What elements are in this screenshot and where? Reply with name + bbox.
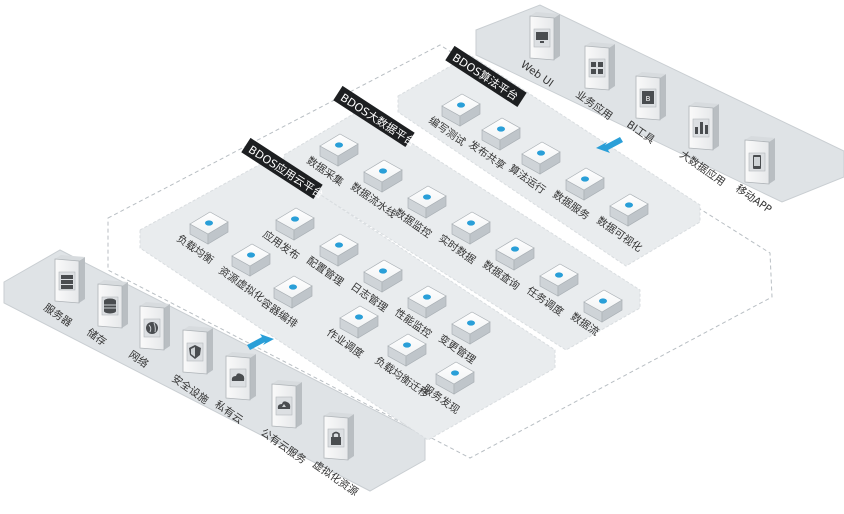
module-dot-icon <box>625 202 633 208</box>
module-dot-icon <box>423 294 431 300</box>
module-box <box>565 167 605 201</box>
bottom-device-shield <box>182 326 213 375</box>
platforms-dashed-container <box>107 44 773 459</box>
cloud-icon <box>229 368 247 388</box>
module-box <box>495 237 535 271</box>
module-dot-icon <box>467 320 475 326</box>
module-dot-icon <box>403 342 411 348</box>
cloud-upload-icon <box>275 396 293 416</box>
module-dot-icon <box>335 142 343 148</box>
module-box <box>539 263 579 297</box>
server-icon <box>58 271 76 291</box>
shield-icon <box>186 342 204 362</box>
module-box <box>407 185 447 219</box>
arrow-up-right-icon <box>247 334 274 350</box>
module-box <box>189 211 229 245</box>
module-dot-icon <box>457 102 465 108</box>
module-dot-icon <box>205 220 213 226</box>
module-dot-icon <box>467 220 475 226</box>
module-dot-icon <box>599 298 607 304</box>
module-dot-icon <box>497 126 505 132</box>
module-box <box>363 259 403 293</box>
module-box <box>609 193 649 227</box>
module-dot-icon <box>379 268 387 274</box>
bi-icon: B <box>639 88 657 108</box>
module-box <box>435 361 475 395</box>
arrow-down-left-icon <box>596 137 623 153</box>
module-dot-icon <box>581 176 589 182</box>
module-dot-icon <box>247 252 255 258</box>
module-box <box>521 141 561 175</box>
bottom-device-cloud-upload <box>271 380 302 429</box>
bottom-device-server <box>54 255 85 304</box>
module-box <box>319 133 359 167</box>
module-dot-icon <box>451 370 459 376</box>
module-box <box>407 285 447 319</box>
module-box <box>273 275 313 309</box>
bar-chart-icon <box>692 118 710 138</box>
module-dot-icon <box>555 272 563 278</box>
module-dot-icon <box>291 216 299 222</box>
top-device-mobile <box>744 136 775 185</box>
bottom-device-database <box>97 280 128 329</box>
module-box <box>583 289 623 323</box>
database-icon <box>101 296 119 316</box>
module-box <box>275 207 315 241</box>
grid-icon <box>588 58 606 78</box>
module-dot-icon <box>289 284 297 290</box>
module-box <box>481 117 521 151</box>
module-dot-icon <box>355 314 363 320</box>
module-box <box>231 243 271 277</box>
module-box <box>451 311 491 345</box>
module-box <box>319 233 359 267</box>
platform-appcloud: 负载均衡资源虚拟化容器编排应用发布配置管理日志管理性能监控变更管理作业调度负载均… <box>174 137 491 417</box>
module-dot-icon <box>379 168 387 174</box>
top-device-bar-chart <box>688 102 719 151</box>
lock-icon <box>327 428 345 448</box>
module-dot-icon <box>537 150 545 156</box>
monitor-icon <box>533 28 551 48</box>
module-box <box>441 93 481 127</box>
module-dot-icon <box>335 242 343 248</box>
bottom-device-cloud <box>225 352 256 401</box>
module-dot-icon <box>423 194 431 200</box>
top-device-grid <box>584 42 615 91</box>
globe-icon <box>143 318 161 338</box>
top-device-monitor <box>529 12 560 61</box>
module-box <box>363 159 403 193</box>
module-box <box>339 305 379 339</box>
module-dot-icon <box>511 246 519 252</box>
bottom-device-lock <box>323 412 354 461</box>
top-device-bi: B <box>635 72 666 121</box>
module-box <box>451 211 491 245</box>
svg-text:B: B <box>646 95 651 103</box>
module-box <box>387 333 427 367</box>
mobile-icon <box>748 152 766 172</box>
bottom-device-globe <box>139 302 170 351</box>
